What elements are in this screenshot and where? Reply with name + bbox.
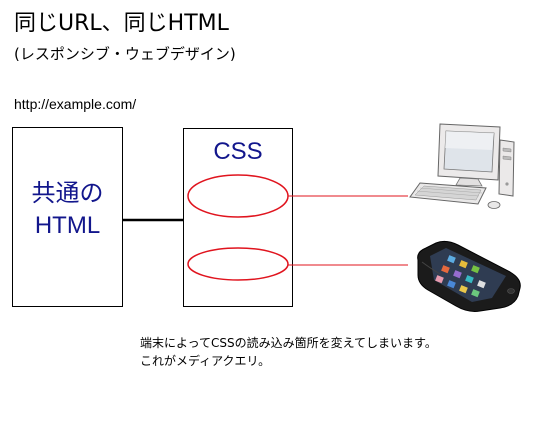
html-box-label: 共通の HTML [12,178,123,242]
smartphone-icon [417,240,521,312]
url-text: http://example.com/ [14,96,137,112]
caption-line2: これがメディアクエリ。 [140,354,271,368]
html-box [12,127,123,307]
css-box-label: CSS [213,138,263,165]
page-subtitle: (レスポンシブ・ウェブデザイン) [14,45,236,63]
html-box-label-line1: 共通の [31,180,104,207]
mobile-css-ellipse [187,247,289,281]
caption-line1: 端末によってCSSの読み込み箇所を変えてしまいます。 [140,336,437,350]
caption: 端末によってCSSの読み込み箇所を変えてしまいます。 これがメディアクエリ。 [140,334,437,370]
html-box-label-line2: HTML [34,212,101,239]
desktop-css-ellipse [187,174,289,218]
page-title: 同じURL、同じHTML [14,11,229,36]
desktop-computer-icon [409,123,515,209]
